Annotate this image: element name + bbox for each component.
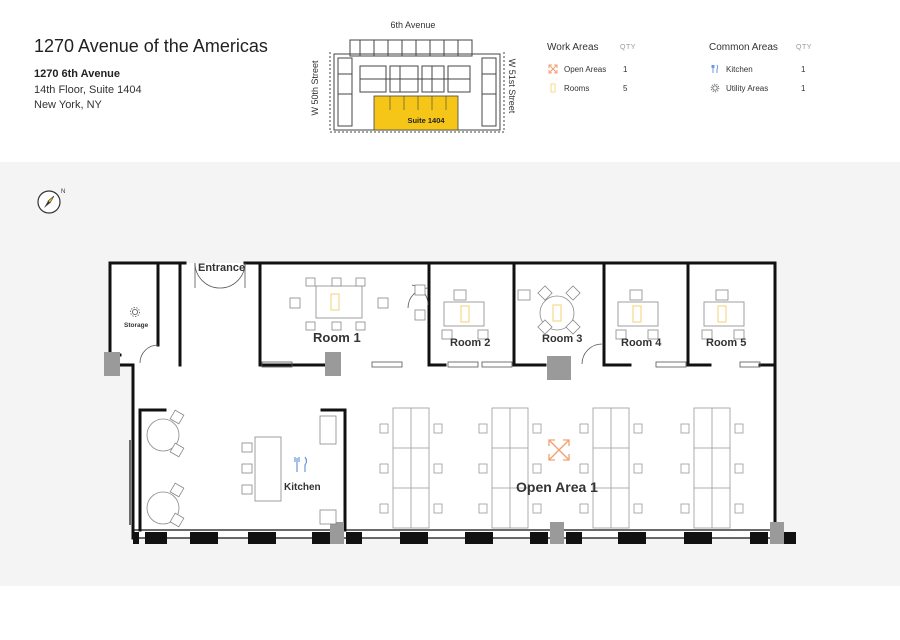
legend-rooms: Rooms — [564, 84, 590, 93]
room-1-label[interactable]: Room 1 — [313, 330, 361, 345]
address-line-3: New York, NY — [34, 99, 102, 111]
legend-utility: Utility Areas — [726, 84, 769, 93]
footer-panel — [10, 588, 900, 640]
open-area-chairs — [379, 423, 744, 514]
open-area-desks — [392, 407, 731, 529]
building-title: 1270 Avenue of the Americas — [34, 36, 268, 56]
key-plan: 6th Avenue W 50th Street W 51st Street — [310, 20, 517, 133]
room-5-label[interactable]: Room 5 — [706, 337, 747, 349]
expand-arrows-icon — [548, 64, 558, 74]
gear-icon — [130, 307, 140, 317]
street-left: W 50th Street — [310, 60, 320, 116]
building-outline — [333, 39, 501, 131]
street-top: 6th Avenue — [391, 20, 436, 30]
legend-rooms-qty: 5 — [623, 84, 628, 93]
utensils-icon — [294, 456, 308, 472]
doors — [139, 262, 761, 368]
suite-label: Suite 1404 — [407, 116, 445, 125]
legend-kitchen: Kitchen — [726, 65, 753, 74]
legend-open-areas: Open Areas — [564, 65, 607, 74]
svg-text:N: N — [61, 189, 65, 195]
address-line-2: 14th Floor, Suite 1404 — [34, 84, 142, 96]
structural-columns — [104, 352, 784, 544]
header: 1270 Avenue of the Americas 1270 6th Ave… — [0, 0, 900, 162]
floor-area — [110, 263, 775, 538]
legend-kitchen-qty: 1 — [801, 65, 806, 74]
compass-icon[interactable]: N — [36, 186, 66, 216]
room-3-label[interactable]: Room 3 — [542, 333, 583, 345]
entrance-label: Entrance — [198, 262, 246, 274]
suite-highlight — [373, 95, 459, 131]
legend-common-heading: Common Areas — [709, 42, 778, 53]
window-mullions — [133, 532, 796, 544]
room-2-label[interactable]: Room 2 — [450, 337, 491, 349]
legend-work-qty-heading: QTY — [620, 44, 636, 51]
legend-utility-qty: 1 — [801, 84, 806, 93]
legend-common-qty-heading: QTY — [796, 44, 812, 51]
expand-arrows-icon — [548, 439, 570, 461]
address-line-1: 1270 6th Avenue — [34, 68, 121, 80]
legend-work-heading: Work Areas — [547, 42, 599, 53]
room-4-label[interactable]: Room 4 — [621, 337, 662, 349]
open-area-label[interactable]: Open Area 1 — [516, 479, 598, 495]
storage-label: Storage — [124, 322, 149, 329]
room-3-furniture — [517, 285, 581, 335]
walls — [108, 261, 777, 540]
kitchen-furniture — [146, 409, 337, 528]
street-right: W 51st Street — [507, 59, 517, 114]
legend-open-areas-qty: 1 — [623, 65, 628, 74]
room-icon — [550, 83, 556, 93]
utensils-icon — [711, 64, 719, 73]
kitchen-label: Kitchen — [284, 482, 321, 493]
gear-icon — [710, 83, 720, 93]
